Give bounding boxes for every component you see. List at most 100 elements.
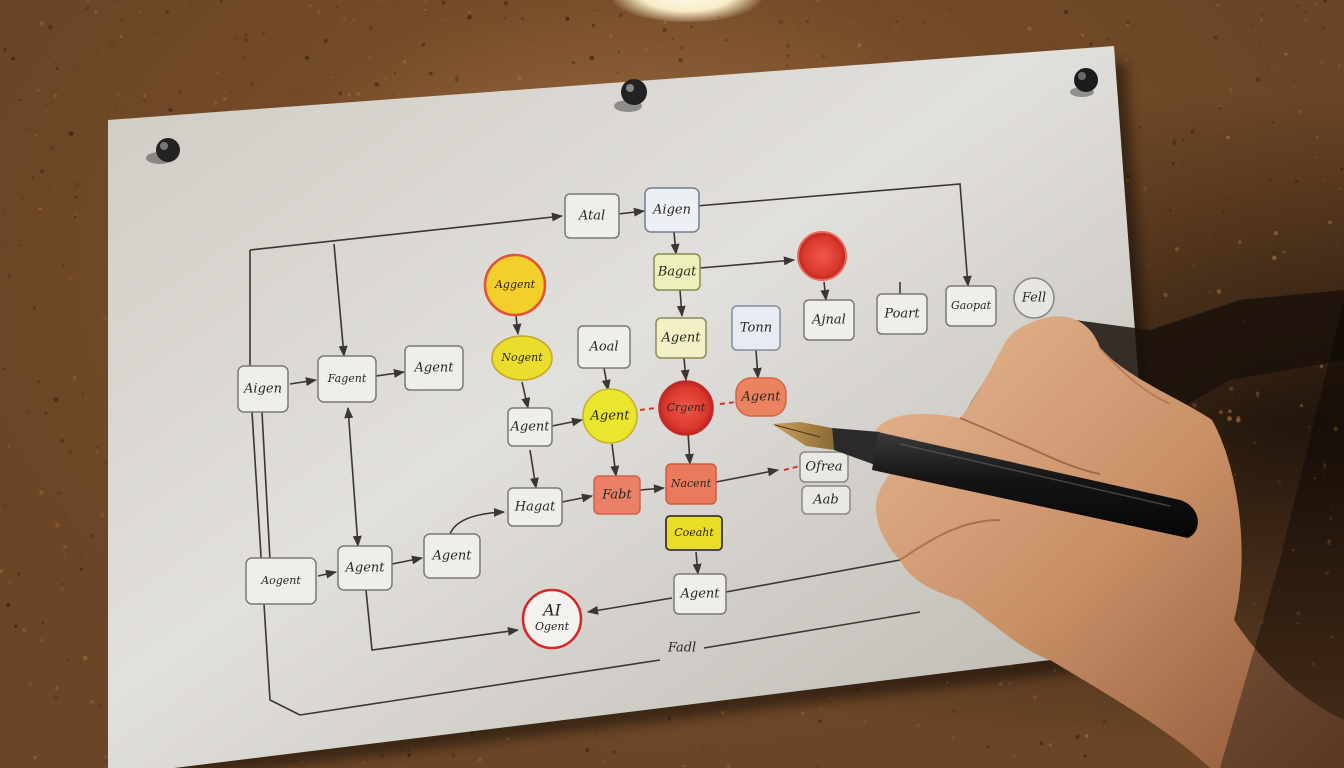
node-label: Aggent	[494, 278, 536, 291]
node-label: Atal	[578, 209, 605, 224]
node-label: Ofrea	[805, 460, 842, 475]
diagram-node: Fabt	[593, 475, 641, 515]
diagram-node: Aogent	[245, 557, 317, 605]
connector-lines	[249, 183, 972, 716]
node-label: Aab	[812, 493, 838, 508]
diagram-node: Fadl	[667, 641, 696, 656]
node-circle	[658, 380, 714, 436]
node-circle	[521, 588, 583, 650]
node-box	[507, 487, 563, 527]
node-circle	[582, 388, 638, 444]
diagram-node: Agent	[337, 545, 393, 591]
node-box	[803, 299, 855, 341]
node-label: Fell	[1021, 291, 1046, 306]
node-box	[337, 545, 393, 591]
lamp-icon	[612, 0, 762, 22]
diagram-node: Aoal	[577, 325, 631, 369]
node-box	[404, 345, 464, 391]
diagram-node: Tonn	[731, 305, 781, 351]
node-circle	[491, 335, 553, 381]
node-box	[317, 355, 377, 403]
diagram-node: Aab	[801, 485, 851, 515]
node-label: Poart	[883, 307, 920, 322]
node-label: Aigen	[652, 203, 691, 218]
node-box	[665, 463, 717, 505]
node-label: Agent	[680, 587, 721, 602]
node-label: Agent	[510, 420, 551, 435]
pushpin-icon	[1070, 68, 1098, 97]
diagram-node: Aigen	[237, 365, 289, 413]
node-label: Tonn	[740, 321, 772, 336]
node-box	[245, 557, 317, 605]
node-label: Crgent	[667, 401, 706, 414]
node-label: Aoal	[588, 340, 618, 355]
fountain-pen-icon	[772, 422, 1198, 538]
node-box	[593, 475, 641, 515]
diagram-node: Ofrea	[799, 451, 849, 483]
node-box	[507, 407, 553, 447]
node-circle	[483, 253, 547, 317]
node-label: AI	[541, 601, 562, 620]
red-marker	[797, 231, 847, 281]
node-label: Agent	[414, 361, 455, 376]
diagram-node: Atal	[564, 193, 620, 239]
node-box	[577, 325, 631, 369]
node-box	[735, 377, 787, 417]
node-label: Bagat	[657, 265, 697, 280]
node-label: Agent	[661, 331, 702, 346]
node-circle	[1013, 277, 1055, 319]
node-label: Agent	[345, 561, 386, 576]
node-label: Fabt	[601, 488, 632, 503]
diagram-node: Gaopat	[945, 285, 997, 327]
node-label: Agent	[590, 409, 631, 424]
node-label: Fagent	[327, 372, 367, 385]
node-box	[564, 193, 620, 239]
diagram-node: Fagent	[317, 355, 377, 403]
diagram-node: Agent	[735, 377, 787, 417]
node-box	[653, 253, 701, 291]
diagram-node: Crgent	[658, 380, 714, 436]
pushpin-icon	[614, 79, 647, 112]
diagram-node: Hagat	[507, 487, 563, 527]
node-label: Agent	[741, 390, 782, 405]
node-label: Aigen	[243, 382, 282, 397]
diagram-node: Ajnal	[803, 299, 855, 341]
node-label: Gaopat	[951, 299, 992, 312]
node-box	[423, 533, 481, 579]
diagram-node: Agent	[404, 345, 464, 391]
diagram-node: Aggent	[483, 253, 547, 317]
node-label: Coeaht	[674, 526, 714, 539]
node-box	[237, 365, 289, 413]
node-box	[665, 515, 723, 551]
node-sublabel: Ogent	[535, 620, 570, 633]
pushpin-icon	[146, 138, 180, 164]
diagram-node: Agent	[423, 533, 481, 579]
node-label: Hagat	[514, 500, 556, 515]
node-box	[876, 293, 928, 335]
node-label: Agent	[432, 549, 473, 564]
diagram-node: Agent	[673, 573, 727, 615]
diagram-node: Poart	[876, 293, 928, 335]
node-label: Fadl	[667, 641, 696, 656]
node-label: Nacent	[670, 477, 712, 490]
node-box	[801, 485, 851, 515]
node-label: Ajnal	[811, 313, 846, 328]
node-box	[644, 187, 700, 233]
diagram-node: Nogent	[491, 335, 553, 381]
node-box	[945, 285, 997, 327]
diagram-node: Agent	[655, 317, 707, 359]
diagram-node: Agent	[582, 388, 638, 444]
edge-shadow	[1220, 0, 1344, 768]
node-box	[731, 305, 781, 351]
node-box	[799, 451, 849, 483]
diagram-node: Nacent	[665, 463, 717, 505]
diagram-node: Bagat	[653, 253, 701, 291]
diagram-node: Agent	[507, 407, 553, 447]
diagram-node: Fell	[1013, 277, 1055, 319]
node-label: Aogent	[260, 574, 301, 587]
node-label: Nogent	[500, 351, 543, 364]
